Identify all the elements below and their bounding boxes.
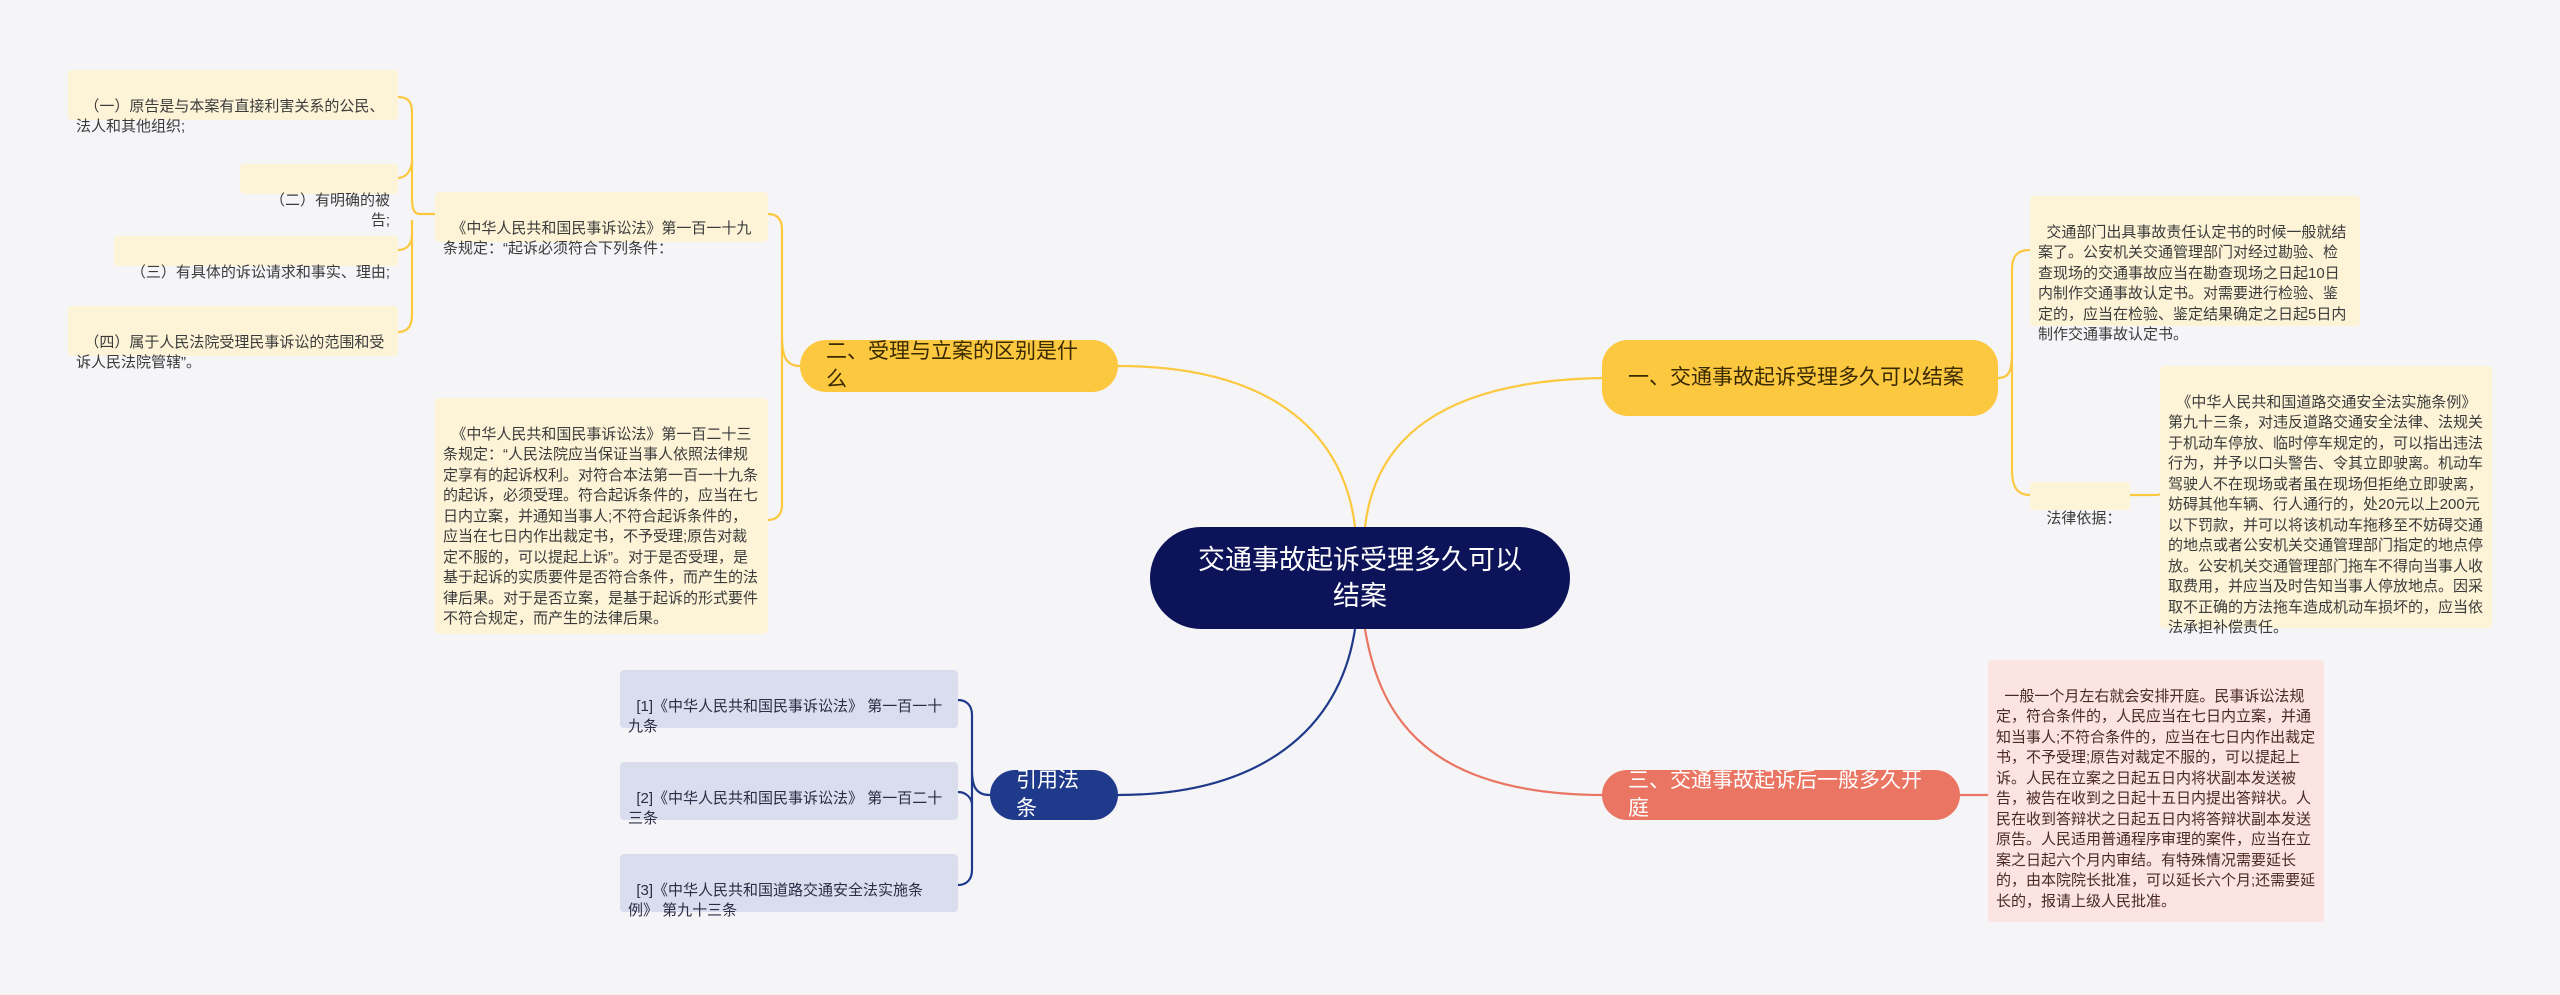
leaf-condition-4[interactable]: （四）属于人民法院受理民事诉讼的范围和受诉人民法院管辖”。 <box>68 306 398 371</box>
ref-item-2-text: [2]《中华人民共和国民事诉讼法》 第一百二十三条 <box>628 789 943 828</box>
leaf-civil-procedure-119-text: 《中华人民共和国民事诉讼法》第一百一十九条规定：“起诉必须符合下列条件： <box>443 219 752 258</box>
root-topic-title: 交通事故起诉受理多久可以结案 <box>1198 545 1522 611</box>
branch-time-to-hearing[interactable]: 三、交通事故起诉后一般多久开庭 <box>1602 769 1960 820</box>
ref-item-1-text: [1]《中华人民共和国民事诉讼法》 第一百一十九条 <box>628 697 943 736</box>
link-b1-leaves <box>1997 248 2031 497</box>
link-root-b2 <box>1117 364 1357 528</box>
leaf-legal-basis-label[interactable]: 法律依据： <box>2030 482 2130 527</box>
link-root-b4 <box>1117 628 1357 797</box>
leaf-condition-2-text: （二）有明确的被告; <box>269 191 390 230</box>
leaf-closing-explanation[interactable]: 交通部门出具事故责任认定书的时候一般就结案了。公安机关交通管理部门对经过勘验、检… <box>2030 196 2360 343</box>
leaf-condition-4-text: （四）属于人民法院受理民事诉讼的范围和受诉人民法院管辖”。 <box>76 333 385 372</box>
leaf-condition-3[interactable]: （三）有具体的诉讼请求和事实、理由; <box>114 236 398 281</box>
branch-cited-laws[interactable]: 引用法条 <box>990 769 1118 820</box>
leaf-condition-1-text: （一）原告是与本案有直接利害关系的公民、法人和其他组织; <box>76 97 385 136</box>
link-root-b1 <box>1363 376 1606 528</box>
branch-time-to-hearing-label: 三、交通事故起诉后一般多久开庭 <box>1628 769 1922 820</box>
leaf-civil-procedure-123-text: 《中华人民共和国民事诉讼法》第一百二十三条规定：“人民法院应当保证当事人依照法律… <box>443 425 759 628</box>
leaf-legal-basis-label-text: 法律依据： <box>2046 509 2122 527</box>
root-topic[interactable]: 交通事故起诉受理多久可以结案 <box>1150 527 1570 629</box>
link-root-b3 <box>1363 628 1606 797</box>
leaf-hearing-explanation[interactable]: 一般一个月左右就会安排开庭。民事诉讼法规定，符合条件的，人民应当在七日内立案，并… <box>1988 660 2324 922</box>
ref-item-3-text: [3]《中华人民共和国道路交通安全法实施条例》 第九十三条 <box>628 881 924 920</box>
leaf-traffic-regulation-article-text: 《中华人民共和国道路交通安全法实施条例》第九十三条，对违反道路交通安全法律、法规… <box>2168 393 2484 637</box>
link-b2-conds <box>397 95 435 334</box>
branch-acceptance-vs-filing-label: 二、受理与立案的区别是什么 <box>826 340 1078 391</box>
branch-duration-to-close-label: 一、交通事故起诉受理多久可以结案 <box>1628 366 1964 389</box>
branch-acceptance-vs-filing[interactable]: 二、受理与立案的区别是什么 <box>800 340 1118 392</box>
branch-cited-laws-label: 引用法条 <box>1016 769 1079 820</box>
leaf-traffic-regulation-article[interactable]: 《中华人民共和国道路交通安全法实施条例》第九十三条，对违反道路交通安全法律、法规… <box>2160 366 2492 636</box>
branch-duration-to-close[interactable]: 一、交通事故起诉受理多久可以结案 <box>1602 340 1998 416</box>
link-b4-refs <box>957 698 991 887</box>
ref-item-2[interactable]: [2]《中华人民共和国民事诉讼法》 第一百二十三条 <box>620 762 958 827</box>
leaf-hearing-explanation-text: 一般一个月左右就会安排开庭。民事诉讼法规定，符合条件的，人民应当在七日内立案，并… <box>1996 687 2316 910</box>
ref-item-3[interactable]: [3]《中华人民共和国道路交通安全法实施条例》 第九十三条 <box>620 854 958 919</box>
leaf-condition-3-text: （三）有具体的诉讼请求和事实、理由; <box>130 263 390 281</box>
link-b2-leaves <box>767 212 801 522</box>
ref-item-1[interactable]: [1]《中华人民共和国民事诉讼法》 第一百一十九条 <box>620 670 958 735</box>
leaf-civil-procedure-119[interactable]: 《中华人民共和国民事诉讼法》第一百一十九条规定：“起诉必须符合下列条件： <box>435 192 768 257</box>
leaf-condition-2[interactable]: （二）有明确的被告; <box>240 164 398 229</box>
leaf-condition-1[interactable]: （一）原告是与本案有直接利害关系的公民、法人和其他组织; <box>68 70 398 135</box>
leaf-closing-explanation-text: 交通部门出具事故责任认定书的时候一般就结案了。公安机关交通管理部门对经过勘验、检… <box>2038 223 2347 344</box>
leaf-civil-procedure-123[interactable]: 《中华人民共和国民事诉讼法》第一百二十三条规定：“人民法院应当保证当事人依照法律… <box>435 398 768 634</box>
